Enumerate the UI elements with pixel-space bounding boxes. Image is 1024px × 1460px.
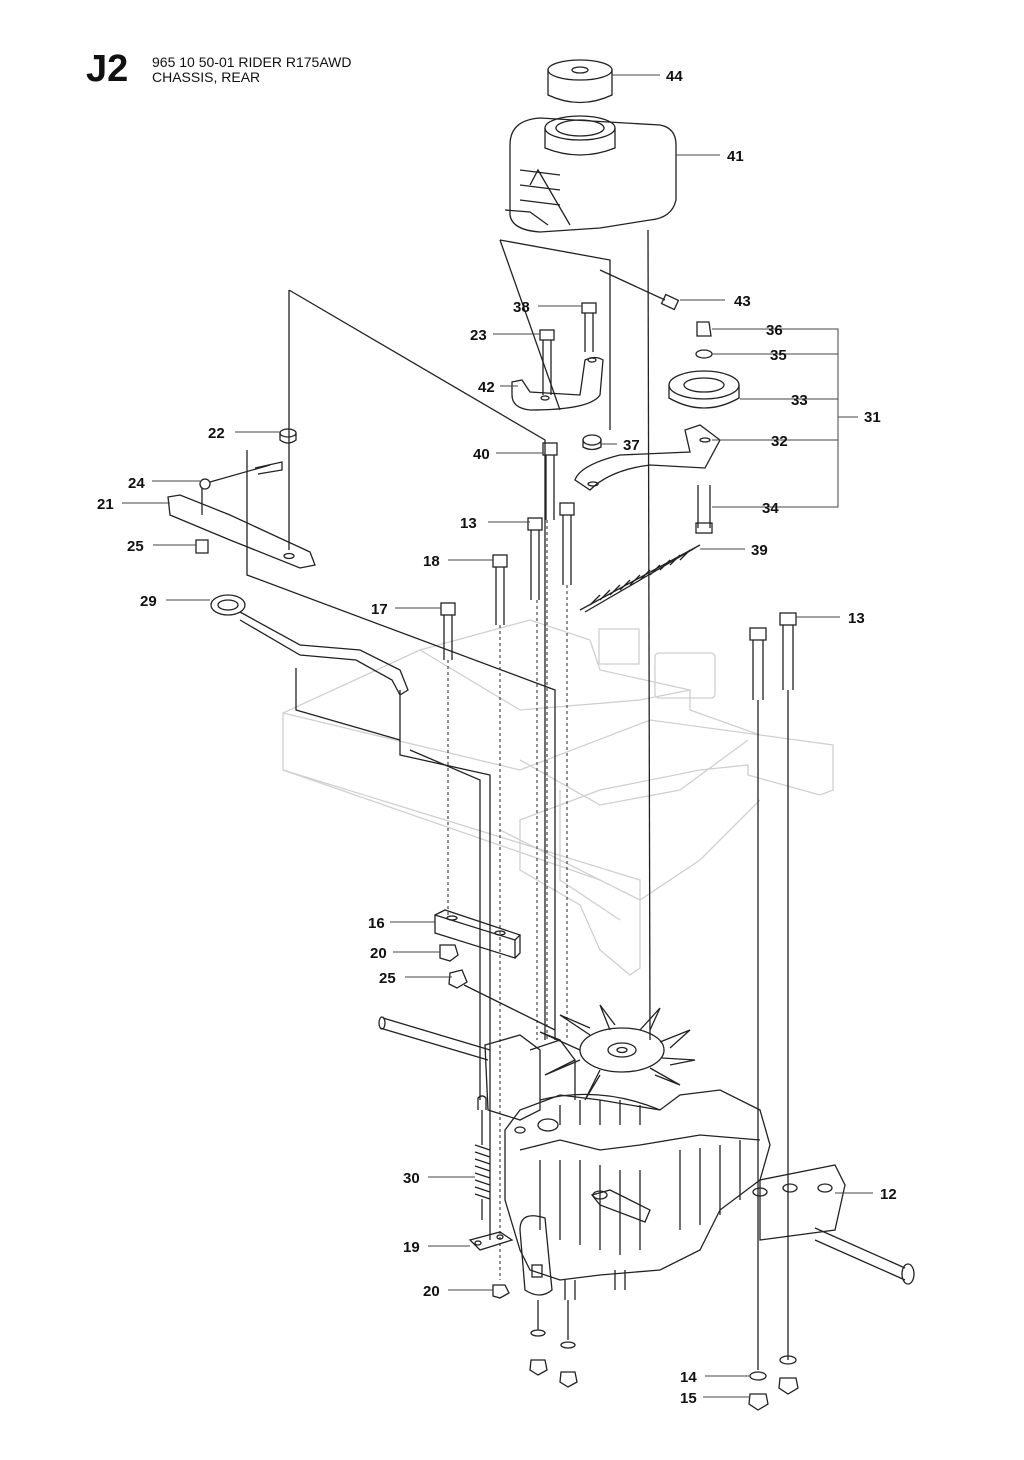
callout-labels: 44 41 43 38 36 23 35 42 33 31 22 37 32 4…	[97, 68, 897, 1407]
callout-30: 30	[403, 1170, 420, 1187]
bracket-19-part	[468, 1231, 514, 1251]
callout-24: 24	[128, 475, 145, 492]
tank-screw-part	[599, 269, 680, 311]
callout-34: 34	[762, 500, 779, 517]
tank-bracket-part	[511, 302, 604, 411]
leader-lines-right	[757, 690, 789, 1370]
model-title: 965 10 50-01 RIDER R175AWD	[152, 54, 352, 70]
callout-21: 21	[97, 496, 114, 513]
section-title: CHASSIS, REAR	[152, 69, 261, 85]
callout-37: 37	[623, 437, 640, 454]
cooling-fan	[539, 1004, 696, 1101]
callout-43: 43	[734, 293, 751, 310]
hardware-under-transaxle	[529, 1300, 578, 1388]
callout-42: 42	[478, 379, 495, 396]
callout-22: 22	[208, 425, 225, 442]
page-code: J2	[86, 48, 129, 90]
nut-20-upper-part	[439, 944, 459, 962]
callout-40: 40	[473, 446, 490, 463]
bushing-37-part	[582, 434, 602, 451]
callout-18: 18	[423, 553, 440, 570]
callout-25-lower: 25	[379, 970, 396, 987]
callout-38: 38	[513, 299, 530, 316]
tank-cap-part	[547, 59, 613, 104]
callout-41: 41	[727, 148, 744, 165]
callout-20-upper: 20	[370, 945, 387, 962]
spacer-16-part	[434, 909, 522, 959]
spring-30-part	[474, 1095, 491, 1220]
leader-lines-top	[288, 229, 651, 1041]
nut-15-part	[748, 1377, 799, 1411]
chassis-frame	[282, 619, 834, 976]
lever-21-part	[167, 461, 316, 569]
callout-16: 16	[368, 915, 385, 932]
callout-19: 19	[403, 1239, 420, 1256]
release-rod-part	[210, 594, 409, 741]
callout-14: 14	[680, 1369, 697, 1386]
dashed-leaders	[447, 520, 568, 1280]
bushing-22-part	[279, 428, 297, 444]
bolt-18-part	[492, 554, 508, 625]
bolt-40-part	[542, 442, 558, 520]
callout-13-right: 13	[848, 610, 865, 627]
washer-14-part	[749, 1355, 797, 1381]
callout-25-upper: 25	[127, 538, 144, 555]
callout-13-upper: 13	[460, 515, 477, 532]
callout-23: 23	[470, 327, 487, 344]
callout-leaders	[122, 74, 873, 1398]
callout-35: 35	[770, 347, 787, 364]
callout-29: 29	[140, 593, 157, 610]
fuel-tank-part	[504, 115, 677, 233]
nut-20-lower-part	[492, 1284, 510, 1299]
callout-32: 32	[771, 433, 788, 450]
callout-15: 15	[680, 1390, 697, 1407]
nut-25-lower-part	[448, 969, 556, 1031]
callout-20-lower: 20	[423, 1283, 440, 1300]
bolt-13-upper-part	[527, 502, 575, 600]
callout-31: 31	[864, 409, 881, 426]
callout-17: 17	[371, 601, 388, 618]
callout-36: 36	[766, 322, 783, 339]
page-header: J2 965 10 50-01 RIDER R175AWD CHASSIS, R…	[0, 0, 1024, 100]
callout-12: 12	[880, 1186, 897, 1203]
leader-lines-mid	[246, 450, 556, 1240]
transaxle-part	[378, 1004, 915, 1300]
spring-39-part	[579, 544, 701, 613]
callout-39: 39	[751, 542, 768, 559]
callout-33: 33	[791, 392, 808, 409]
bolt-17-part	[440, 602, 456, 660]
bolt-13-right-part	[749, 612, 797, 700]
callout-44: 44	[666, 68, 683, 85]
